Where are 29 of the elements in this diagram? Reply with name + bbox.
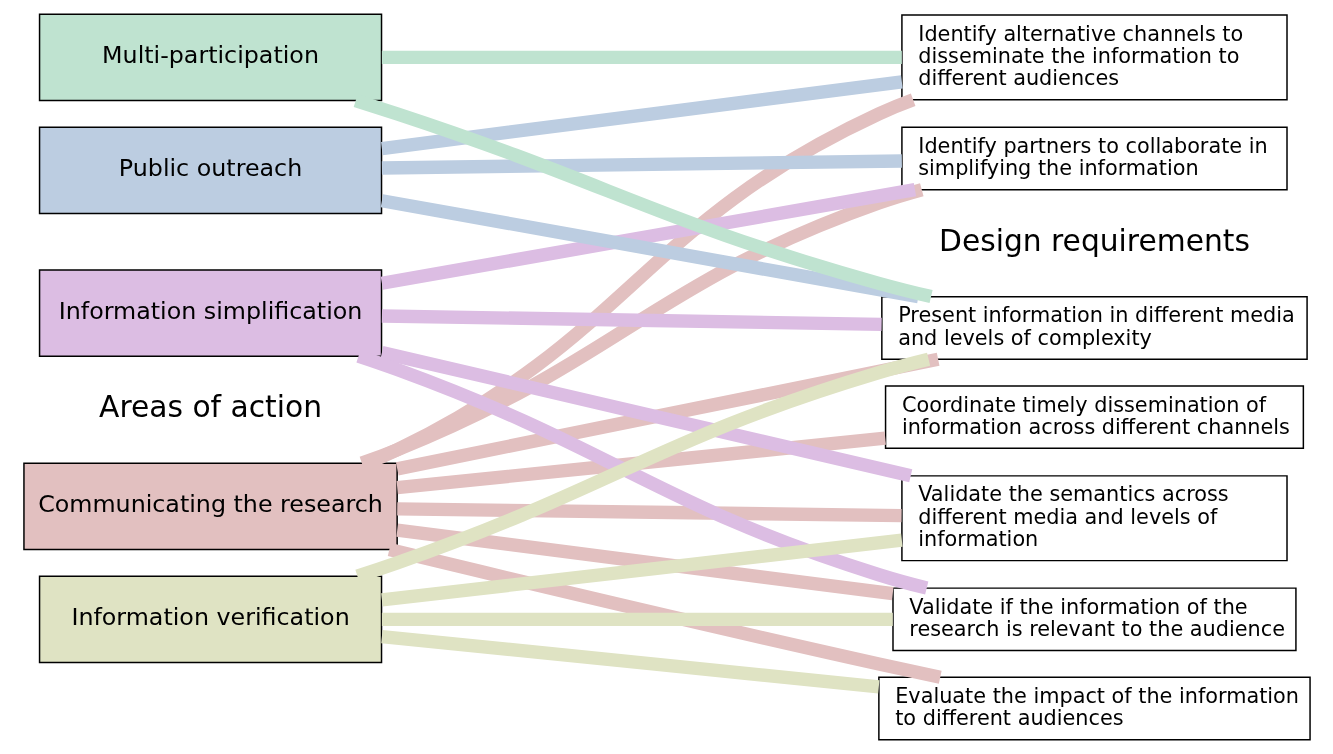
connector	[395, 352, 939, 476]
node-box: Communicating the research	[22, 462, 398, 551]
connector	[380, 75, 903, 156]
node-box: Multi-participation	[38, 13, 382, 102]
node-box: Evaluate the impact of the information to different audiences	[877, 676, 1311, 741]
connector	[380, 629, 879, 694]
connector	[381, 50, 902, 64]
connector	[396, 502, 902, 523]
connector	[395, 523, 894, 601]
connector	[380, 183, 916, 290]
node-box: Present information in different media and levels of complexity	[880, 295, 1308, 360]
connector	[380, 194, 920, 304]
connector	[396, 431, 886, 495]
connector	[381, 309, 882, 332]
node-box: Information verification	[38, 575, 382, 664]
connector	[387, 543, 942, 684]
node-box: Validate the semantics across different media and levels of information	[900, 475, 1288, 562]
connector	[380, 533, 903, 607]
connector	[379, 346, 912, 483]
connector	[381, 154, 902, 175]
label: Design requirements	[938, 222, 1250, 258]
node-box: Coordinate timely dissemination of information across different channels	[884, 385, 1304, 450]
node-box: Validate if the information of the research is relevant to the audience	[891, 587, 1297, 652]
node-box: Identify alternative channels to disseminate the information to different audiences	[900, 14, 1288, 101]
node-box: Identify partners to collaborate in simplifying the information	[900, 126, 1288, 191]
label: Areas of action	[98, 389, 322, 425]
node-box: Public outreach	[38, 126, 382, 215]
node-box: Information simplification	[38, 269, 382, 357]
connector	[381, 612, 893, 627]
